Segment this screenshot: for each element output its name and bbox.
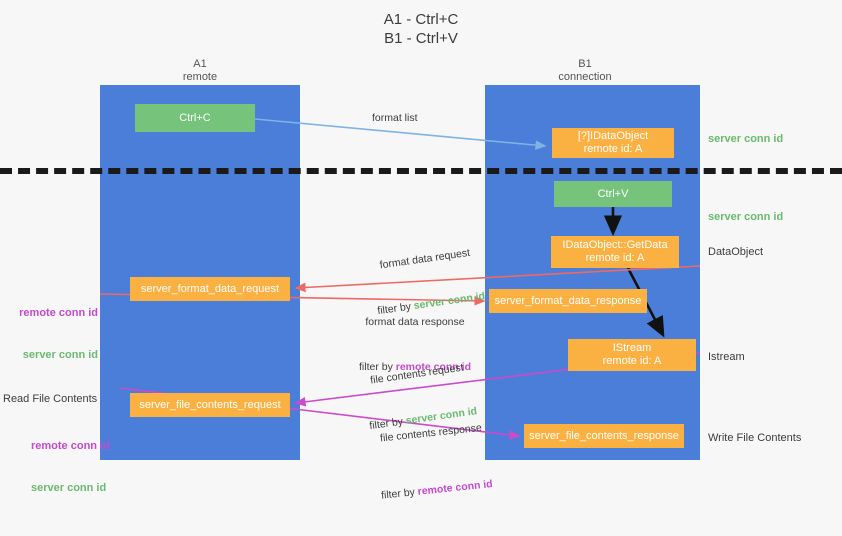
box-server-file-contents-request[interactable]: server_file_contents_request	[130, 393, 290, 417]
label-server-conn-id-left-top: server conn id	[22, 349, 98, 361]
flow-label-file-contents-request-line1: file contents request	[369, 361, 465, 387]
box-server-file-contents-response[interactable]: server_file_contents_response	[524, 424, 684, 448]
filter-highlight-remote-conn-id: remote conn id	[417, 478, 494, 498]
box-ctrl-v-label: Ctrl+V	[597, 187, 629, 200]
flow-label-file-contents-response: file contents response filter by remote …	[345, 388, 523, 536]
box-server-file-contents-response-label: server_file_contents_response	[529, 429, 679, 442]
box-ctrl-c-label: Ctrl+C	[179, 111, 211, 124]
box-server-format-data-response-label: server_format_data_response	[494, 294, 642, 307]
flow-label-format-data-request-line1: format data request	[378, 246, 471, 272]
label-remote-conn-id-bottom: remote conn id	[31, 440, 110, 452]
swimlane-b1-header: B1 connection	[558, 58, 612, 83]
box-ctrl-c[interactable]: Ctrl+C	[135, 104, 255, 132]
label-write-file-contents: Write File Contents	[708, 432, 802, 444]
flow-label-format-data-response: format data response filter by remote co…	[335, 285, 495, 405]
page-title: A1 - Ctrl+C B1 - Ctrl+V	[383, 11, 459, 47]
box-ctrl-v[interactable]: Ctrl+V	[554, 181, 672, 207]
box-getdata-line1: IDataObject::GetData	[562, 239, 668, 251]
box-idataobject-line2: remote id: A	[583, 143, 643, 155]
flow-label-file-contents-response-line1: file contents response	[379, 421, 483, 445]
filter-highlight-remote-conn-id: remote conn id	[395, 361, 472, 373]
label-remote-conn-id-top: remote conn id	[19, 307, 98, 319]
box-istream-line1: IStream	[612, 342, 652, 354]
box-server-file-contents-request-label: server_file_contents_request	[139, 398, 281, 411]
phase-divider	[0, 168, 842, 174]
flow-label-format-list: format list	[372, 112, 418, 124]
swimlane-a1-header: A1 remote	[182, 58, 218, 83]
box-istream[interactable]: IStream remote id: A	[568, 339, 696, 371]
filter-prefix: filter by	[358, 361, 396, 373]
label-istream: Istream	[708, 351, 745, 363]
label-conn-id-group-top: remote conn id server conn id	[3, 278, 98, 390]
box-idataobject[interactable]: [?]IDataObject remote id: A	[552, 128, 674, 158]
label-conn-id-group-bottom: remote conn id server conn id	[3, 411, 143, 523]
box-server-format-data-response[interactable]: server_format_data_response	[489, 289, 647, 313]
box-server-format-data-request[interactable]: server_format_data_request	[130, 277, 290, 301]
box-idataobject-line1: [?]IDataObject	[577, 130, 649, 142]
label-read-file-contents: Read File Contents	[3, 393, 98, 405]
label-server-conn-id-left-bottom: server conn id	[31, 482, 107, 494]
label-server-conn-id-top: server conn id	[708, 133, 784, 145]
flow-label-file-contents-response-filter: filter by remote conn id	[354, 474, 520, 506]
label-server-conn-id-second: server conn id	[708, 211, 784, 223]
diagram-canvas: A1 - Ctrl+C B1 - Ctrl+V A1 remote B1 con…	[0, 11, 842, 502]
flow-label-format-data-response-filter: filter by remote conn id	[335, 360, 495, 375]
label-dataobject: DataObject	[708, 246, 764, 258]
box-istream-line2: remote id: A	[602, 355, 662, 367]
box-server-format-data-request-label: server_format_data_request	[140, 282, 280, 295]
box-getdata-line2: remote id: A	[585, 252, 645, 264]
filter-prefix: filter by	[380, 485, 419, 502]
flow-label-format-data-response-line1: format data response	[365, 316, 465, 328]
box-idataobject-getdata[interactable]: IDataObject::GetData remote id: A	[551, 236, 679, 268]
